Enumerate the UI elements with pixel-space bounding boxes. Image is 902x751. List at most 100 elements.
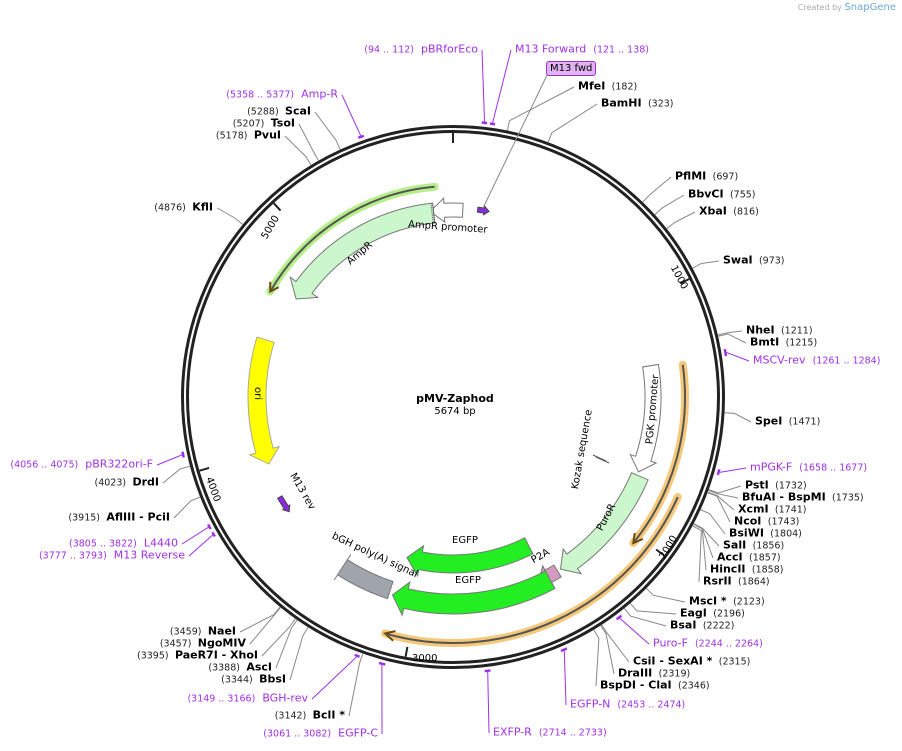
- enzyme-site-swai[interactable]: SwaI (973): [723, 254, 785, 268]
- enzyme-leader-line: [707, 491, 735, 511]
- enzyme-site-hincii[interactable]: HincII (1858): [710, 563, 784, 577]
- enzyme-leader-line: [261, 618, 296, 657]
- enzyme-site-pflmi[interactable]: PflMI (697): [675, 170, 739, 184]
- site-name: AscI: [246, 660, 272, 674]
- enzyme-site-asci[interactable]: (3388) AscI: [208, 660, 272, 675]
- primer-amp-r[interactable]: (5358 .. 5377) Amp-R: [226, 88, 338, 102]
- primer-bgh-rev[interactable]: (3149 .. 3166) BGH-rev: [187, 692, 308, 706]
- enzyme-site-bcli[interactable]: (3142) BclI *: [274, 708, 345, 723]
- credit-text: Created by: [797, 3, 842, 12]
- site-position: (816): [733, 206, 759, 218]
- site-position: (3142): [274, 710, 307, 722]
- ampr-arrow: [289, 202, 436, 300]
- enzyme-site-xcmi[interactable]: XcmI (1741): [738, 503, 807, 517]
- enzyme-site-bamhi[interactable]: BamHI (323): [601, 97, 673, 111]
- site-name: pBRforEco: [420, 42, 478, 56]
- primer-leader-line: [181, 526, 209, 545]
- puror-arrow: [560, 472, 649, 575]
- primer-exfp-r[interactable]: EXFP-R (2714 .. 2733): [493, 726, 607, 740]
- enzyme-site-bfuai-bspmi[interactable]: BfuAI - BspMI (1735): [742, 491, 864, 505]
- site-name: BmtI: [750, 335, 780, 349]
- primer-leader-line: [341, 94, 362, 137]
- primer-binding-mark: [615, 614, 623, 621]
- feature-label-m13-fwd[interactable]: M13 fwd: [546, 61, 597, 76]
- site-name: BspDI - ClaI: [600, 678, 672, 692]
- tick-mark-5000: [273, 202, 282, 212]
- enzyme-site-drdi[interactable]: (4023) DrdI: [95, 475, 159, 490]
- primer-leader-line: [188, 534, 214, 557]
- primer-m13-forward[interactable]: M13 Forward (121 .. 138): [515, 43, 649, 57]
- enzyme-leader-line: [162, 465, 191, 484]
- primer-egfp-c[interactable]: (3061 .. 3082) EGFP-C: [263, 727, 378, 741]
- ampr-translation: [269, 185, 435, 293]
- feature-boundary-0: [432, 204, 436, 223]
- primer-m13-reverse[interactable]: (3777 .. 3793) M13 Reverse: [39, 549, 185, 563]
- bgh-polya-box: [333, 554, 394, 600]
- primer-pbr322ori-f[interactable]: (4056 .. 4075) pBR322ori-F: [10, 458, 153, 472]
- enzyme-site-rsrii[interactable]: RsrII (1864): [703, 575, 770, 589]
- enzyme-leader-line: [547, 103, 598, 143]
- site-position: (2453 .. 2474): [617, 699, 686, 711]
- site-name: DrdI: [132, 475, 159, 489]
- feature-label-egfp-outer[interactable]: EGFP: [455, 575, 481, 586]
- site-position: (3805 .. 3822): [69, 538, 137, 550]
- ampr-promoter-arrow: [429, 197, 464, 224]
- enzyme-site-bbsi[interactable]: (3344) BbsI: [221, 673, 286, 687]
- site-position: (697): [712, 171, 739, 183]
- feature-label-egfp-inner[interactable]: EGFP: [452, 535, 478, 546]
- enzyme-site-xbai[interactable]: XbaI (816): [699, 205, 759, 219]
- enzyme-site-sali[interactable]: SalI (1856): [723, 539, 784, 553]
- enzyme-site-scai[interactable]: (5288) ScaI: [247, 104, 311, 119]
- enzyme-site-tsoi[interactable]: (5207) TsoI: [233, 117, 295, 131]
- site-position: (1658 .. 1677): [799, 462, 868, 474]
- enzyme-site-acci[interactable]: AccI (1857): [717, 550, 781, 565]
- enzyme-site-pvui[interactable]: (5178) PvuI: [216, 129, 281, 143]
- feature-label-ori[interactable]: ori: [252, 386, 264, 401]
- primer-l4440[interactable]: (3805 .. 3822) L4440: [69, 536, 178, 551]
- enzyme-site-msci[interactable]: MscI * (2123): [689, 594, 765, 609]
- enzyme-site-nhei[interactable]: NheI (1211): [746, 324, 813, 338]
- enzyme-leader-line: [645, 587, 686, 603]
- enzyme-site-bsai[interactable]: BsaI (2222): [670, 619, 734, 633]
- enzyme-site-ncoi[interactable]: NcoI (1743): [734, 515, 799, 529]
- primer-egfp-n[interactable]: EGFP-N (2453 .. 2474): [570, 698, 686, 712]
- enzyme-site-bmti[interactable]: BmtI (1215): [750, 335, 817, 350]
- primer-mscv-rev[interactable]: MSCV-rev (1261 .. 1284): [753, 354, 880, 368]
- primer-binding-mark: [357, 134, 365, 139]
- enzyme-site-bspdi-clai[interactable]: BspDI - ClaI (2346): [600, 678, 710, 693]
- site-name: mPGK-F: [750, 460, 793, 474]
- orf-arc-2-arrowhead: [383, 630, 396, 642]
- enzyme-leader-line: [506, 86, 575, 131]
- plasmid-length: 5674 bp: [434, 406, 476, 417]
- site-name: BclI *: [312, 708, 345, 722]
- primer-pbrforeco[interactable]: (94 .. 112) pBRforEco: [364, 42, 478, 57]
- primer-binding-mark: [481, 121, 488, 125]
- site-name: L4440: [143, 536, 178, 550]
- enzyme-site-csii-sexai[interactable]: CsiI - SexAI * (2315): [633, 655, 751, 669]
- site-name: AccI: [717, 550, 743, 564]
- primer-mpgk-f[interactable]: mPGK-F (1658 .. 1677): [750, 460, 868, 475]
- site-position: (2315): [718, 656, 751, 668]
- enzyme-leader-line: [249, 607, 281, 645]
- enzyme-site-paer7i-xhoi[interactable]: (3395) PaeR7I - XhoI: [137, 649, 258, 663]
- site-position: (1804): [770, 528, 802, 540]
- enzyme-site-spei[interactable]: SpeI (1471): [755, 415, 820, 429]
- enzyme-site-eagi[interactable]: EagI (2196): [680, 607, 745, 621]
- backbone-inner-strand: [186, 130, 720, 664]
- enzyme-site-naei[interactable]: (3459) NaeI: [170, 625, 236, 639]
- site-name: MscI *: [689, 594, 727, 608]
- enzyme-site-afliii-pcii[interactable]: (3915) AflIII - PciI: [68, 511, 170, 525]
- enzyme-site-bsiwi[interactable]: BsiWI (1804): [729, 527, 802, 541]
- enzyme-site-mfei[interactable]: MfeI (182): [578, 80, 637, 94]
- primer-puro-f[interactable]: Puro-F (2244 .. 2264): [653, 637, 763, 651]
- enzyme-site-psti[interactable]: PstI (1732): [745, 479, 807, 493]
- enzyme-site-draiii[interactable]: DraIII (2319): [618, 667, 690, 681]
- enzyme-site-ngomiv[interactable]: (3457) NgoMIV: [160, 637, 246, 651]
- enzyme-site-bbvci[interactable]: BbvCI (755): [688, 188, 756, 202]
- site-position: (1858): [751, 564, 784, 576]
- enzyme-site-kfli[interactable]: (4876) KflI: [154, 201, 213, 215]
- primer-leader-line: [487, 671, 490, 734]
- primer-binding-mark: [484, 669, 491, 673]
- site-name: ScaI: [285, 104, 311, 118]
